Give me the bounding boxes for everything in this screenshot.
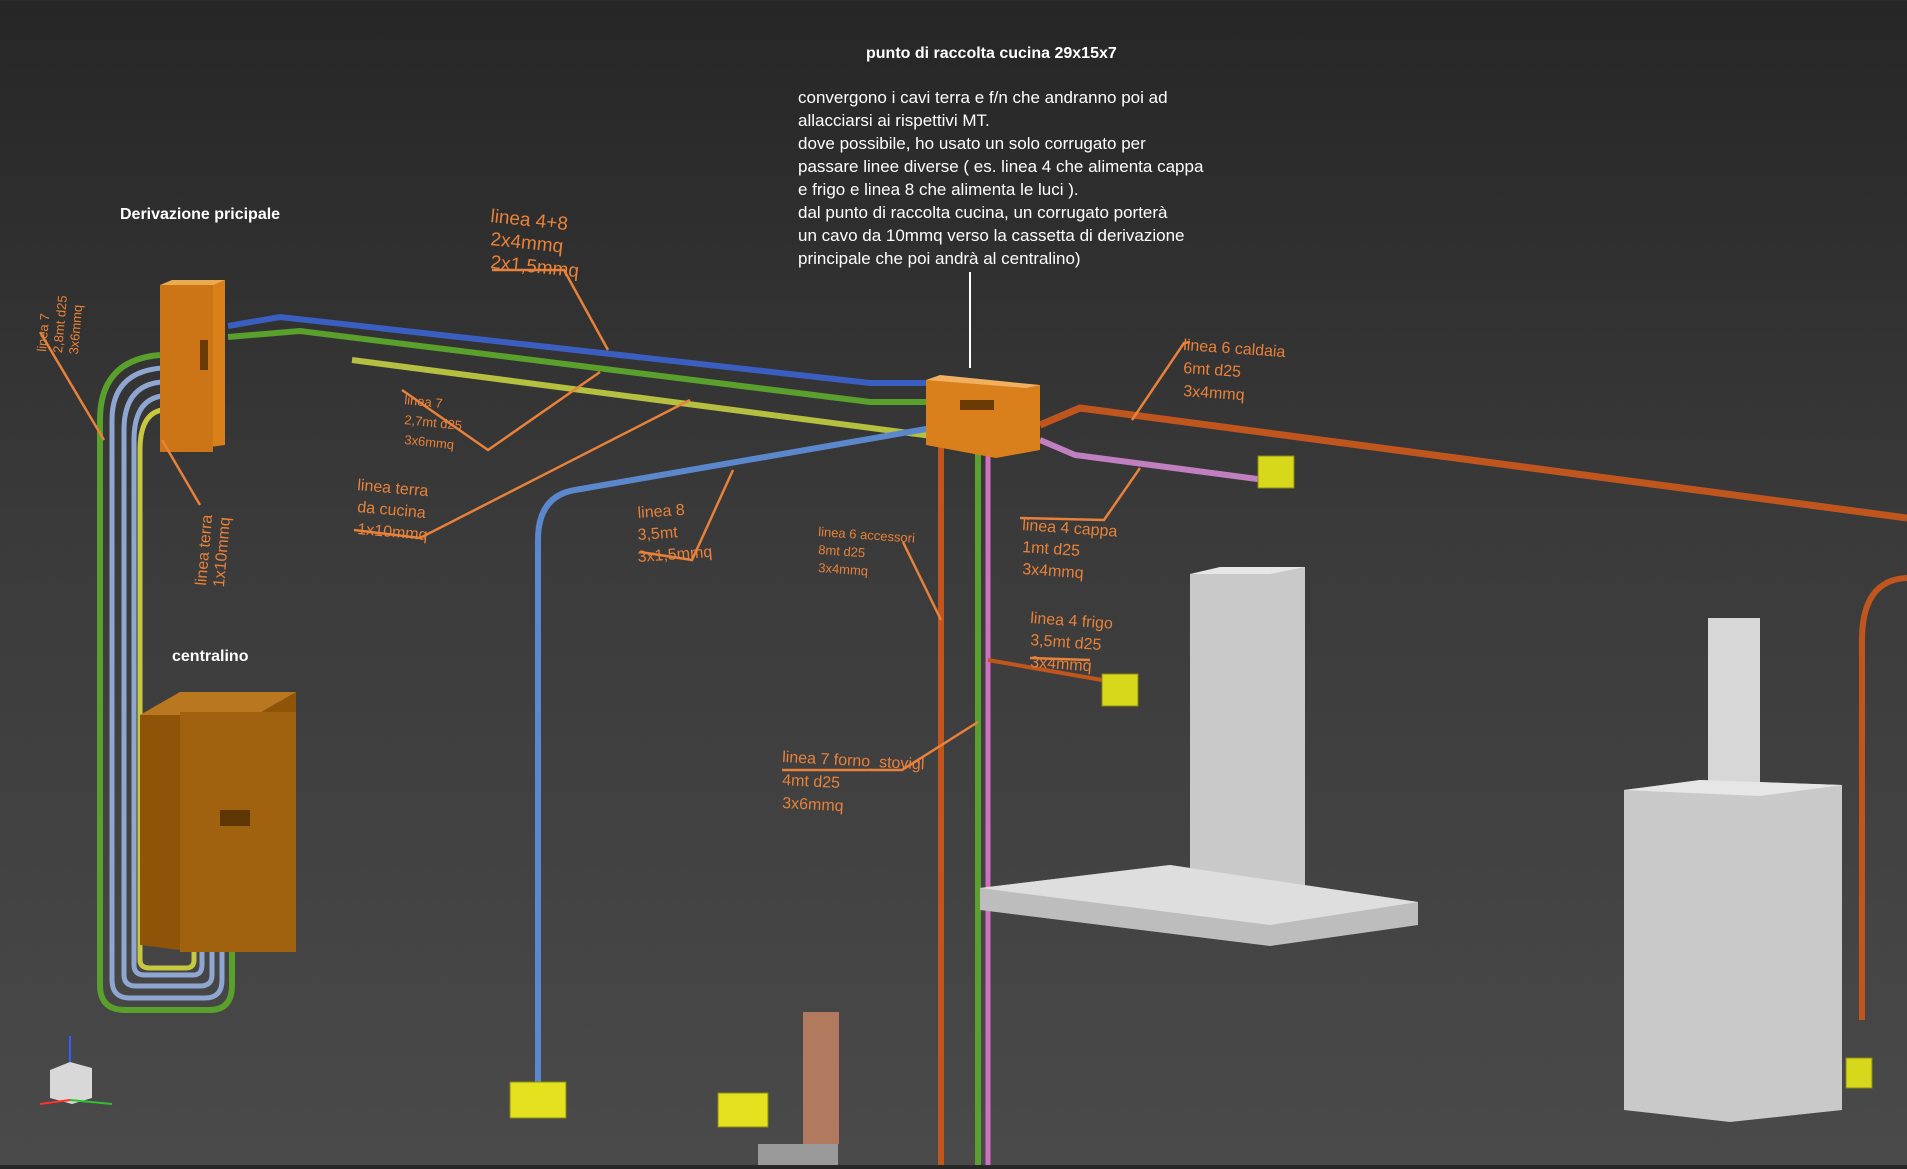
brown-panel-bottom [758,1012,839,1165]
axis-gizmo [39,1036,113,1105]
pipe-orange-right-drop [1859,575,1907,1020]
label-linea4-cappa-3: 3x4mmq [1022,561,1084,582]
label-linea6-accessori-3: 3x4mmq [818,560,869,578]
label-linea4-cappa: linea 4 cappa 1mt d25 3x4mmq [1022,517,1118,582]
note-line-3: dove possibile, ho usato un solo corruga… [798,134,1146,153]
note-line-1: convergono i cavi terra e f/n che andran… [798,88,1168,107]
pipe-blue-left1 [109,365,225,1001]
label-linea48: linea 4+8 2x4mmq 2x1,5mmq [489,206,579,282]
label-linea4-cappa-1: linea 4 cappa [1022,517,1118,541]
devices-group [509,455,1873,1128]
label-linea6-accessori-2: 8mt d25 [818,542,866,560]
label-linea4-frigo: linea 4 frigo 3,5mt d25 3x4mmq [1030,610,1114,675]
kitchen-collection-box [926,375,1040,458]
label-linea4-frigo-3: 3x4mmq [1030,654,1092,675]
label-linea7-left: linea 7 2,8mt d25 3x6mmq [34,295,85,355]
label-linea8: linea 8 3,5mt 3x1,5mmq [637,502,713,566]
device-frigo [1101,673,1139,707]
device-bottom-mid [717,1092,769,1128]
title-main-junction: Derivazione pricipale [120,206,280,223]
main-junction-box [160,280,225,452]
label-linea6-caldaia-3: 3x4mmq [1183,383,1245,404]
label-linea4-frigo-1: linea 4 frigo [1030,610,1114,633]
label-linea7-mid-2: 2,7mt d25 [404,412,463,433]
label-linea-terra-cucina-1: linea terra [357,477,429,500]
label-linea6-accessori: linea 6 accessori 8mt d25 3x4mmq [818,524,916,578]
label-linea-terra-cucina: linea terra da cucina 1x10mmq [357,477,429,544]
boiler [1624,618,1842,1122]
leaders [38,268,1191,772]
label-linea6-caldaia: linea 6 caldaia 6mt d25 3x4mmq [1183,337,1286,404]
pipe-green-left [97,352,235,1013]
panel-box [140,692,296,952]
device-cappa [1257,455,1295,489]
note-line-5: e frigo e linea 8 che alimenta le luci )… [798,180,1079,199]
note-line-2: allacciarsi ai rispettivi MT. [798,111,990,130]
label-linea7-mid-3: 3x6mmq [404,432,455,452]
label-linea7-left-3: 3x6mmq [66,304,85,355]
title-panel: centralino [172,648,249,665]
note-line-7: un cavo da 10mmq verso la cassetta di de… [798,226,1184,245]
label-linea7-forno-3: 3x6mmq [782,795,844,815]
label-linea4-frigo-2: 3,5mt d25 [1030,632,1102,654]
device-right [1845,1057,1873,1089]
label-linea-terra-cucina-3: 1x10mmq [357,521,428,544]
pipe-orange-frigo [987,658,1103,682]
notes-block: convergono i cavi terra e f/n che andran… [798,88,1204,268]
hood [980,567,1418,946]
label-linea7-left-2: 2,8mt d25 [50,295,70,354]
title-kitchen-point: punto di raccolta cucina 29x15x7 [866,45,1117,62]
label-linea6-caldaia-2: 6mt d25 [1183,360,1242,381]
label-linea7-forno: linea 7 forno_stovigl 4mt d25 3x6mmq [782,749,925,815]
label-linea-terra-vert-2: 1x10mmq [211,516,234,587]
label-linea8-3: 3x1,5mmq [637,544,713,566]
pipe-green-top [227,327,932,405]
label-linea48-3: 2x1,5mmq [489,252,579,282]
label-linea8-2: 3,5mt [637,524,679,544]
pipe-blue-top [227,313,932,386]
note-line-4: passare linee diverse ( es. linea 4 che … [798,157,1204,176]
pipe-yellow-left [137,407,197,971]
label-linea6-accessori-1: linea 6 accessori [818,524,916,546]
label-linea4-cappa-2: 1mt d25 [1022,539,1081,560]
device-line8 [509,1081,567,1119]
note-line-6: dal punto di raccolta cucina, un corruga… [798,203,1168,222]
label-linea7-mid: linea 7 2,7mt d25 3x6mmq [404,392,463,452]
label-linea6-caldaia-1: linea 6 caldaia [1183,337,1286,361]
pipe-blue-left2 [121,379,215,989]
pipe-orange-caldaia [1038,404,1907,522]
note-line-8: principale che poi andrà al centralino) [798,249,1081,268]
label-linea-terra-vert: linea terra 1x10mmq [193,514,234,588]
pipe-yellowgreen-mid [351,357,933,439]
pipe-pink-cappa [1038,437,1266,483]
label-linea7-left-1: linea 7 [34,313,52,352]
pipe-blue-line8 [535,425,933,1082]
label-linea7-forno-2: 4mt d25 [782,772,841,792]
label-linea-terra-cucina-2: da cucina [357,499,427,522]
pipe-blue-left3 [131,393,205,978]
label-linea-terra-vert-1: linea terra [193,514,216,586]
label-linea7-mid-1: linea 7 [404,392,444,411]
pipes-group [97,313,1907,1165]
label-linea8-1: linea 8 [637,502,685,522]
